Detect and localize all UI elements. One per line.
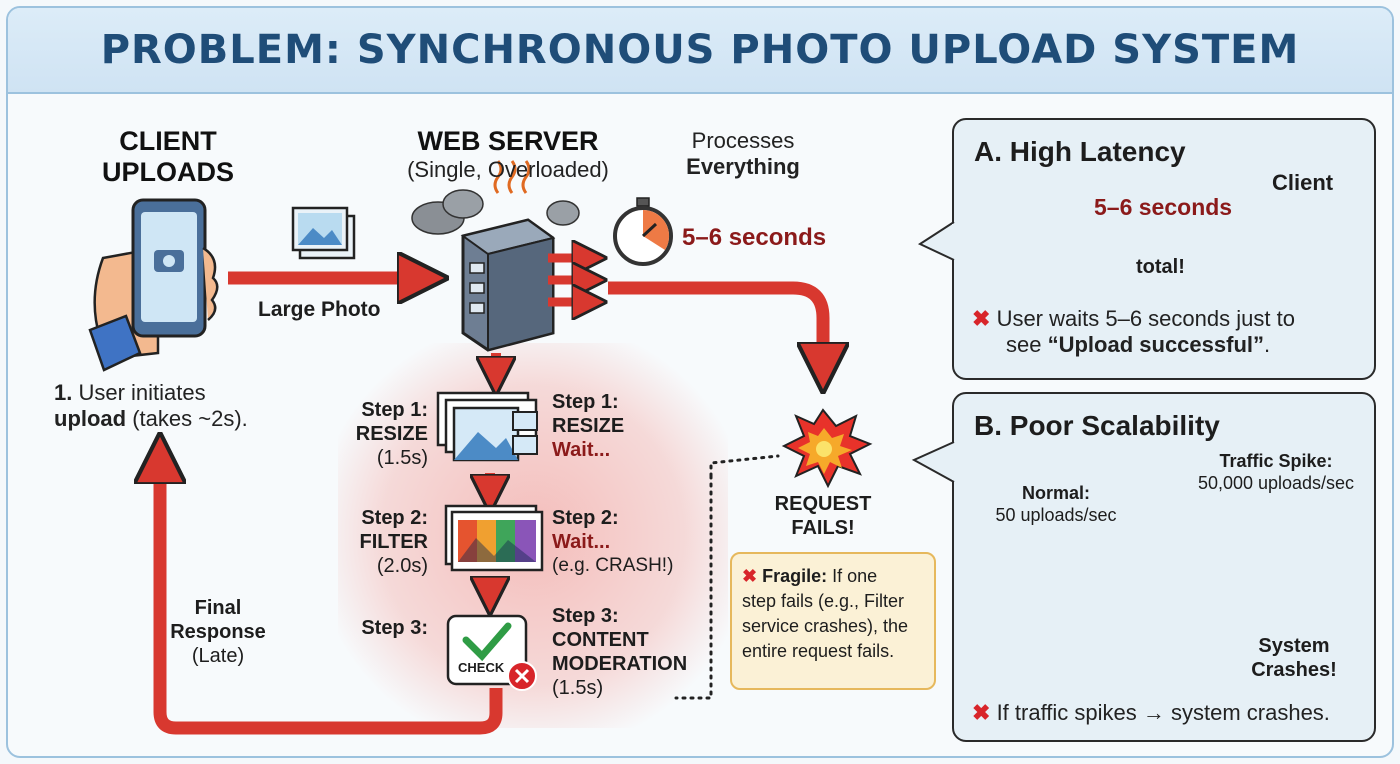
panel-b-crash-line1: System	[1258, 635, 1330, 657]
page-title: PROBLEM: SYNCHRONOUS PHOTO UPLOAD SYSTEM	[100, 27, 1300, 73]
step2-label-a: Step 2:	[361, 507, 428, 529]
step2-wait: Wait...	[552, 531, 611, 553]
processes-line2: Everything	[686, 154, 800, 179]
panel-b-spike-label: Traffic Spike:	[1219, 451, 1333, 471]
step3-right: Step 3: CONTENT MODERATION (1.5s)	[552, 604, 712, 700]
step3-time: (1.5s)	[552, 677, 604, 699]
fragile-note: ✖ Fragile: If one step fails (e.g., Filt…	[730, 552, 936, 690]
moderation-check-icon	[446, 614, 537, 691]
panel-a-pointer	[917, 221, 956, 261]
stopwatch-icon	[613, 197, 673, 266]
step1-left: Step 1: RESIZE (1.5s)	[338, 398, 428, 470]
step3-right-b: CONTENT	[552, 629, 649, 651]
client-heading: CLIENT UPLOADS	[68, 126, 268, 188]
fragile-line2: step fails (e.g., Filter	[742, 591, 905, 611]
title-bar: PROBLEM: SYNCHRONOUS PHOTO UPLOAD SYSTEM	[8, 8, 1392, 94]
server-heading: WEB SERVER	[417, 126, 599, 156]
final-response-line1: Final	[194, 597, 242, 619]
client-heading-line2: UPLOADS	[101, 157, 234, 187]
server-duration: 5–6 seconds	[682, 224, 827, 251]
step2-right-a: Step 2:	[552, 507, 619, 529]
final-response-line2: Response	[170, 621, 266, 643]
diagram-frame: PROBLEM: SYNCHRONOUS PHOTO UPLOAD SYSTEM	[6, 6, 1394, 758]
step2-crash-note: (e.g. CRASH!)	[552, 555, 674, 576]
server-heading-block: WEB SERVER (Single, Overloaded)	[388, 126, 628, 183]
panel-a-text: ✖ User waits 5–6 seconds just to see “Up…	[972, 306, 1372, 358]
filter-images-icon	[444, 504, 544, 572]
panel-a-total: total!	[1136, 256, 1185, 278]
panel-b-crash: System Crashes!	[1244, 634, 1344, 682]
step3-right-c: MODERATION	[552, 653, 688, 675]
panel-b-footer: ✖ If traffic spikes → system crashes.	[972, 700, 1372, 726]
failure-line1: REQUEST	[774, 493, 872, 515]
panel-b-normal-label: Normal:	[1021, 483, 1090, 503]
step-text-a: User initiates	[78, 380, 206, 405]
panel-b-pointer	[911, 441, 956, 483]
phone-hand-icon	[88, 198, 219, 372]
step-text-b-bold: upload	[54, 406, 127, 431]
photo-arrow-label: Large Photo	[258, 298, 381, 321]
failure-line2: FAILS!	[791, 517, 855, 539]
explosion-icon	[781, 408, 873, 489]
x-icon: ✖	[972, 700, 991, 725]
final-response-line3: (Late)	[191, 645, 245, 667]
fragile-line3: service crashes), the	[742, 616, 909, 636]
panel-b-spike: Traffic Spike: 50,000 uploads/sec	[1186, 450, 1366, 494]
final-response-label: Final Response (Late)	[158, 596, 278, 668]
overload-arrow	[608, 281, 823, 373]
panel-a-text-line2-bold: “Upload successful”	[1047, 332, 1264, 357]
processes-line1: Processes	[691, 128, 795, 153]
panel-high-latency: A. High Latency 5–6 seconds total! Clien…	[952, 118, 1376, 380]
fragile-line1: If one	[832, 566, 878, 586]
photo-stack-icon	[291, 206, 356, 260]
panel-a-text-line1: User waits 5–6 seconds just to	[996, 306, 1295, 331]
step1-label-b: RESIZE	[355, 423, 428, 445]
panel-a-client-label: Client	[1272, 170, 1334, 195]
step-text-b-rest: (takes ~2s).	[132, 406, 248, 431]
response-arrow	[160, 453, 503, 735]
step2-label-b: FILTER	[359, 531, 428, 553]
step1-time: (1.5s)	[376, 447, 428, 469]
step1-right-a: Step 1:	[552, 391, 619, 413]
panel-a-text-line2-b: .	[1264, 332, 1271, 357]
fragile-bold: Fragile:	[762, 566, 828, 586]
step1-label-a: Step 1:	[361, 399, 428, 421]
check-label: CHECK	[458, 660, 505, 675]
fragile-line4: entire request fails.	[742, 641, 895, 661]
step3-left: Step 3:	[361, 617, 428, 639]
step2-right: Step 2: Wait... (e.g. CRASH!)	[552, 506, 702, 578]
overloaded-server-icon	[411, 160, 593, 352]
step2-left: Step 2: FILTER (2.0s)	[338, 506, 428, 578]
request-fails-label: REQUEST FAILS!	[763, 492, 883, 540]
client-step-text: 1. User initiates upload (takes ~2s).	[54, 380, 294, 432]
x-icon: ✖	[742, 566, 758, 586]
panel-b-footer-text: If traffic spikes → system crashes.	[996, 700, 1330, 725]
server-subheading: (Single, Overloaded)	[407, 157, 609, 182]
step1-wait: Wait...	[552, 439, 611, 461]
panel-b-normal: Normal: 50 uploads/sec	[986, 482, 1126, 526]
panel-b-spike-rate: 50,000 uploads/sec	[1197, 473, 1355, 493]
panel-a-duration: 5–6 seconds	[1094, 194, 1233, 220]
panel-a-text-line2-a: see	[1006, 332, 1042, 357]
step1-right: Step 1: RESIZE Wait...	[552, 390, 682, 462]
processes-label: Processes Everything	[668, 128, 818, 180]
panel-poor-scalability: B. Poor Scalability Normal: 50 uploads/s…	[952, 392, 1376, 742]
panel-b-normal-rate: 50 uploads/sec	[995, 505, 1117, 525]
x-icon: ✖	[972, 306, 991, 331]
step1-right-b: RESIZE	[552, 415, 625, 437]
step2-time: (2.0s)	[376, 555, 428, 577]
resize-images-icon	[436, 391, 538, 462]
panel-b-title: B. Poor Scalability	[974, 410, 1220, 441]
panel-b-crash-line2: Crashes!	[1251, 659, 1337, 681]
panel-a-title: A. High Latency	[974, 136, 1186, 167]
step-number: 1.	[54, 380, 73, 405]
client-heading-line1: CLIENT	[119, 126, 217, 156]
step3-right-a: Step 3:	[552, 605, 619, 627]
